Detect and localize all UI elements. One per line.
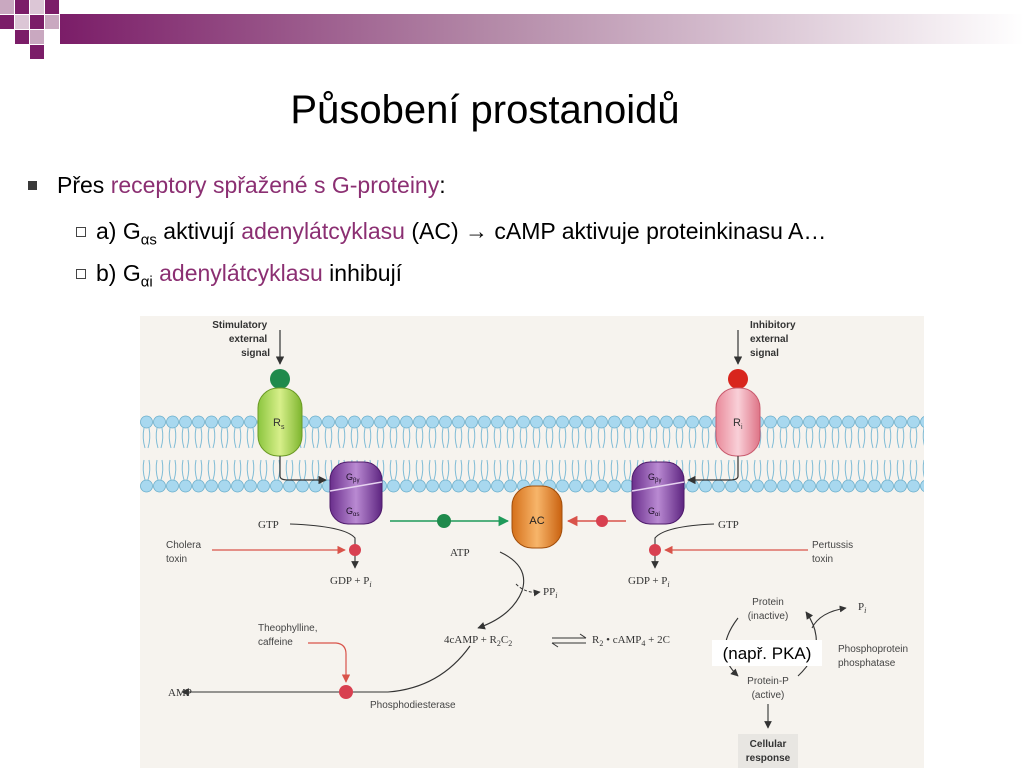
bullet2-sub: αs [140, 231, 157, 249]
gs-beta-gamma-label: Gβγ [346, 472, 359, 484]
gdp-left-label: GDP + Pi [330, 575, 372, 589]
phosphodiesterase-dot [339, 685, 353, 699]
bullet2-mid: aktivují [156, 218, 242, 244]
phosphodiesterase-label: Phosphodiesterase [370, 700, 456, 711]
ri-to-gi-arrow [687, 456, 739, 485]
amp-label: AMP [168, 687, 192, 699]
inhibitory-signal-label: Inhibitory external signal [750, 320, 798, 359]
protein-inactive-label: Protein(inactive) [748, 597, 789, 622]
rs-to-gs-arrow [279, 456, 327, 485]
gs-protein [329, 461, 383, 525]
theophylline-arrow [308, 642, 351, 683]
hollow-square-bullet-icon [76, 227, 86, 237]
bullet-item-2: a) Gαs aktivují adenylátcyklasu (AC) → c… [76, 218, 826, 249]
stimulatory-ligand [270, 369, 290, 389]
bullet3-highlight: adenylátcyklasu [159, 260, 323, 286]
title-decoration [0, 0, 1024, 59]
bullet3-post: inhibují [322, 260, 403, 286]
bullet-item-3: b) Gαi adenylátcyklasu inhibují [76, 260, 402, 291]
rs-label: Rs [273, 417, 285, 431]
theophylline-caffeine-label: Theophylline,caffeine [258, 623, 317, 648]
pi-release-arrow [811, 605, 847, 629]
ac-label: AC [529, 515, 544, 527]
ri-label: Ri [733, 417, 743, 431]
gi-divider [631, 481, 685, 492]
gdp-right-label: GDP + Pi [628, 575, 670, 589]
gtp-left-arrow [289, 523, 359, 569]
bullet2-pre: a) G [96, 218, 141, 244]
ppi-label: PPi [543, 586, 557, 600]
gs-alpha-gtp-dot [437, 514, 451, 528]
gtp-right-arrow [651, 523, 715, 569]
bullet1-prefix: Přes [57, 172, 111, 198]
camp-binding-equation-left: 4cAMP + R2C2 [444, 634, 512, 648]
inhibitory-ligand [728, 369, 748, 389]
square-bullet-icon [28, 181, 37, 190]
bullet-item-1: Přes receptory spřažené s G-proteiny: [28, 172, 446, 199]
gi-alpha-gtp-dot [596, 515, 608, 527]
gi-alpha-label: Gαi [648, 506, 660, 518]
atp-label: ATP [450, 547, 470, 559]
bullet1-suffix: : [439, 172, 446, 198]
ppi-release-arrow [515, 583, 541, 597]
gtp-left-label: GTP [258, 519, 279, 531]
pka-annotation-box [712, 640, 822, 666]
hollow-square-bullet-icon [76, 269, 86, 279]
bullet2-highlight: adenylátcyklasu [241, 218, 405, 244]
cellular-response-box [738, 734, 798, 768]
camp-binding-equation-right: R2 • cAMP4 + 2C [592, 634, 670, 648]
cholera-target-dot [349, 544, 361, 556]
camp-to-amp-arrow [181, 645, 471, 696]
equilibrium-arrowhead-back [551, 642, 559, 648]
gs-divider [329, 481, 383, 492]
gi-beta-gamma-label: Gβγ [648, 472, 661, 484]
stimulatory-signal-label: Stimulatory external signal [212, 320, 270, 359]
bullet3-pre: b) G [96, 260, 141, 286]
camp-signaling-diagram: Stimulatory external signal Inhibitory e… [140, 316, 924, 768]
pi-label: Pi [858, 601, 866, 615]
slide-title: Působení prostanoidů [290, 88, 680, 132]
equilibrium-arrowhead-forward [579, 633, 587, 639]
atp-to-camp-arrow [477, 551, 525, 630]
bullet3-sub: αi [140, 273, 153, 291]
adenylyl-cyclase [511, 485, 563, 549]
gi-protein [631, 461, 685, 525]
pka-annotation: (např. PKA) [723, 644, 812, 663]
pertussis-target-dot [649, 544, 661, 556]
bullet1-highlight: receptory spřažené s G-proteiny [110, 172, 440, 198]
gtp-right-label: GTP [718, 519, 739, 531]
gs-alpha-label: Gαs [346, 506, 359, 518]
protein-active-label: Protein-P(active) [747, 676, 789, 701]
bullet2-post: (AC) → cAMP aktivuje proteinkinasu A… [404, 218, 827, 244]
